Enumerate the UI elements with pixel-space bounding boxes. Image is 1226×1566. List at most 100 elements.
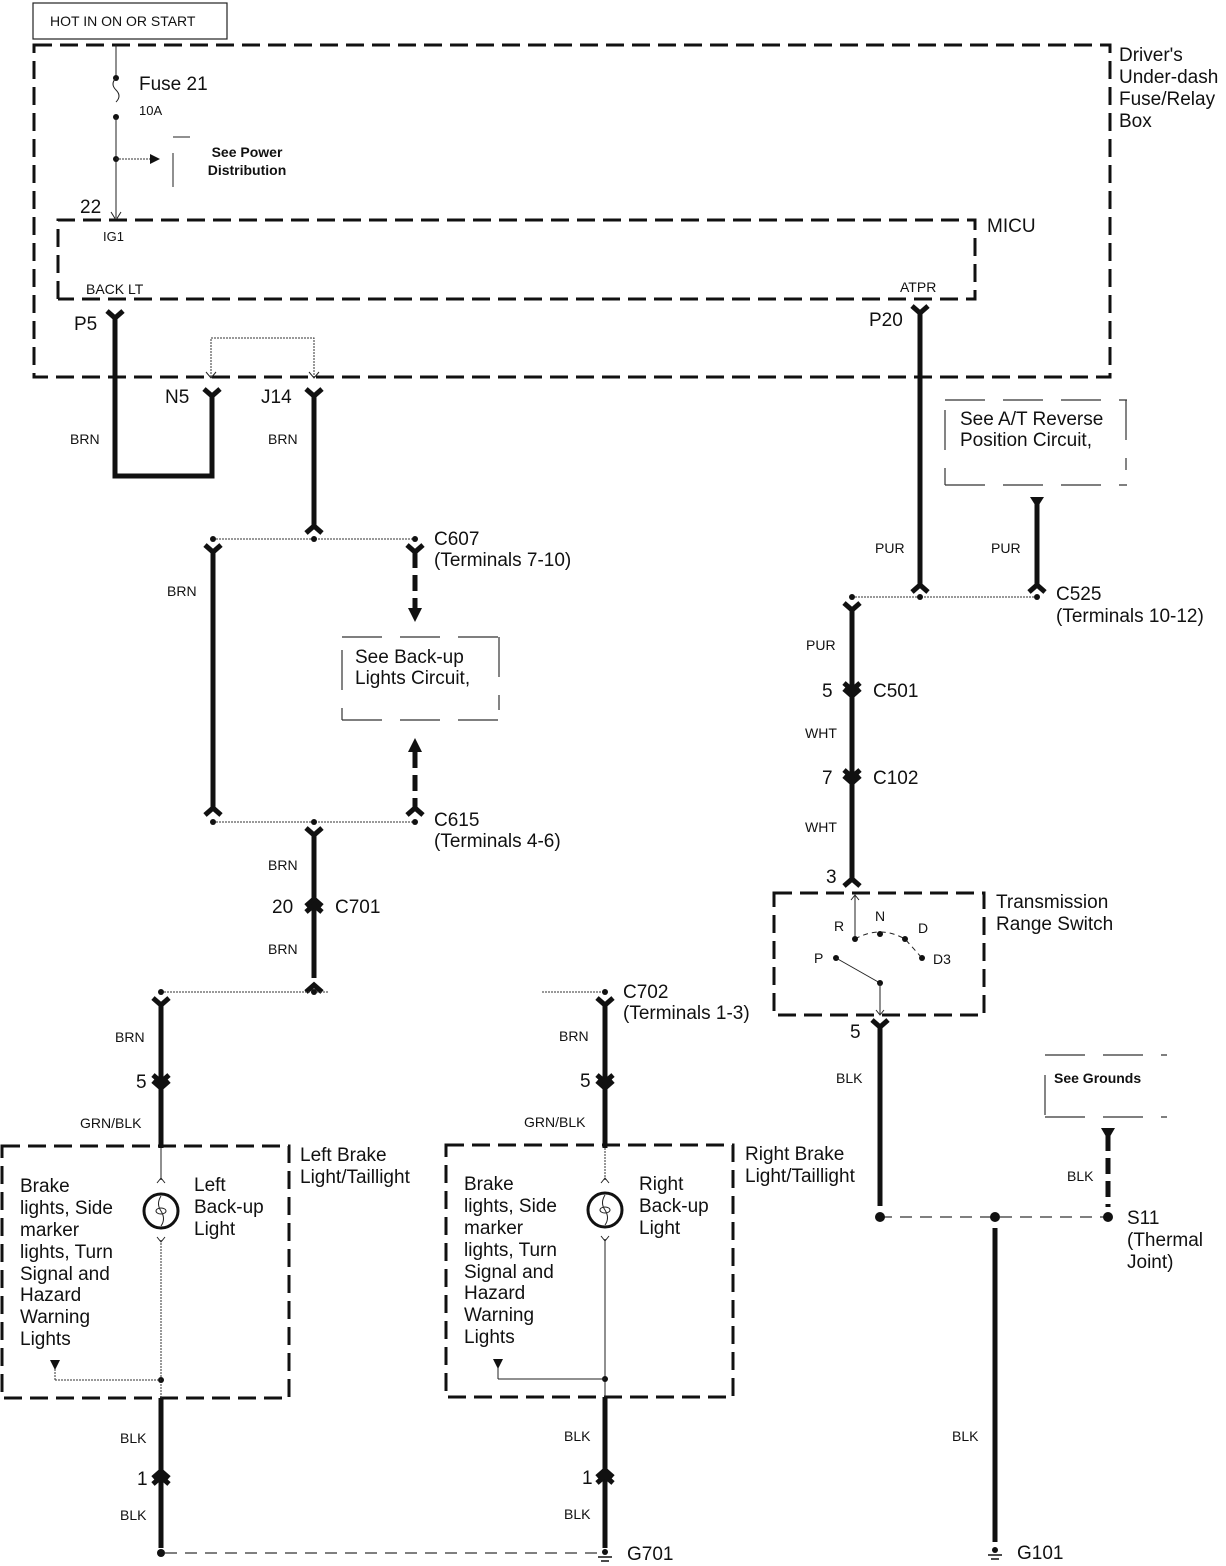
svg-text:lights, Turn: lights, Turn xyxy=(464,1240,557,1261)
right-brake-light-assembly: Right Brake Light/Taillight Right Back-u… xyxy=(444,1143,856,1399)
left-light-pin-gnd: 1 xyxy=(137,1469,148,1490)
svg-text:Signal and: Signal and xyxy=(20,1264,110,1285)
trs-position-n: N xyxy=(875,908,885,924)
svg-text:See Grounds: See Grounds xyxy=(1054,1070,1141,1086)
svg-text:GRN/BLK: GRN/BLK xyxy=(80,1115,142,1131)
g101-label: G101 xyxy=(1017,1543,1063,1564)
svg-text:Light/Taillight: Light/Taillight xyxy=(300,1167,411,1188)
c702-terminals: (Terminals 1-3) xyxy=(623,1003,750,1024)
svg-text:Brake: Brake xyxy=(464,1174,514,1195)
svg-text:Position Circuit,: Position Circuit, xyxy=(960,430,1092,451)
svg-text:Joint): Joint) xyxy=(1127,1252,1173,1273)
micu-outline xyxy=(56,218,977,301)
power-source-box xyxy=(32,2,228,40)
svg-text:Warning: Warning xyxy=(20,1307,90,1328)
at-reverse-position-circuit-ref[interactable]: See A/T Reverse Position Circuit, xyxy=(944,399,1127,486)
s11-name: S11 xyxy=(1127,1208,1159,1229)
svg-text:BRN: BRN xyxy=(167,583,197,599)
svg-text:lights, Turn: lights, Turn xyxy=(20,1242,113,1263)
svg-text:Driver's: Driver's xyxy=(1119,45,1183,66)
c607-terminals: (Terminals 7-10) xyxy=(434,550,571,571)
fuse-relay-box-outline xyxy=(32,43,1112,379)
p5-label: P5 xyxy=(74,314,97,335)
svg-text:BLK: BLK xyxy=(836,1070,863,1086)
svg-text:See A/T Reverse: See A/T Reverse xyxy=(960,409,1103,430)
arrow-up-icon xyxy=(408,738,422,752)
back-lt-label: BACK LT xyxy=(86,281,144,297)
svg-text:Range Switch: Range Switch xyxy=(996,914,1113,935)
svg-text:BLK: BLK xyxy=(120,1507,147,1523)
power-distribution-ref[interactable]: See Power Distribution xyxy=(208,144,287,178)
svg-text:BRN: BRN xyxy=(268,941,298,957)
trs-pin-in: 3 xyxy=(826,867,837,888)
left-other-lights-label: Brake lights, Side marker lights, Turn S… xyxy=(20,1176,113,1350)
svg-text:BRN: BRN xyxy=(268,431,298,447)
svg-text:marker: marker xyxy=(20,1220,80,1241)
power-source-label: HOT IN ON OR START xyxy=(50,13,196,29)
trs-pin-out: 5 xyxy=(850,1022,861,1043)
c701-name: C701 xyxy=(335,897,380,918)
c702-name: C702 xyxy=(623,982,668,1003)
left-light-pin-in: 5 xyxy=(136,1072,147,1093)
c607-name: C607 xyxy=(434,529,479,550)
svg-text:Lights: Lights xyxy=(464,1327,515,1348)
svg-text:(Thermal: (Thermal xyxy=(1127,1230,1203,1251)
backup-lights-circuit-ref[interactable]: See Back-up Lights Circuit, xyxy=(341,636,500,721)
fuse-box-label: Driver's Under-dash Fuse/Relay Box xyxy=(1119,45,1218,132)
svg-text:BLK: BLK xyxy=(1067,1168,1094,1184)
trs-position-d: D xyxy=(918,920,928,936)
see-grounds-ref[interactable]: See Grounds xyxy=(1044,1054,1167,1118)
c525-name: C525 xyxy=(1056,584,1101,605)
svg-text:PUR: PUR xyxy=(806,637,836,653)
ig1-pin-number: 22 xyxy=(80,197,101,218)
svg-text:BRN: BRN xyxy=(70,431,100,447)
svg-text:Box: Box xyxy=(1119,111,1152,132)
svg-text:Hazard: Hazard xyxy=(20,1285,81,1306)
right-other-lights-label: Brake lights, Side marker lights, Turn S… xyxy=(464,1174,557,1348)
svg-text:BLK: BLK xyxy=(564,1506,591,1522)
svg-text:Brake: Brake xyxy=(20,1176,70,1197)
svg-text:BRN: BRN xyxy=(268,857,298,873)
svg-text:PUR: PUR xyxy=(991,540,1021,556)
c102-name: C102 xyxy=(873,768,918,789)
svg-text:Light: Light xyxy=(639,1218,681,1239)
right-light-pin-in: 5 xyxy=(580,1071,591,1092)
svg-text:Back-up: Back-up xyxy=(194,1197,264,1218)
svg-text:BLK: BLK xyxy=(952,1428,979,1444)
svg-text:Signal and: Signal and xyxy=(464,1262,554,1283)
fuse-rating: 10A xyxy=(139,103,162,118)
trs-position-d3: D3 xyxy=(933,951,951,967)
svg-text:Warning: Warning xyxy=(464,1305,534,1326)
svg-text:Distribution: Distribution xyxy=(208,162,287,178)
svg-text:BLK: BLK xyxy=(120,1430,147,1446)
svg-text:See Back-up: See Back-up xyxy=(355,647,464,668)
svg-text:See Power: See Power xyxy=(212,144,283,160)
svg-text:Under-dash: Under-dash xyxy=(1119,67,1218,88)
svg-text:Right: Right xyxy=(639,1174,684,1195)
svg-text:Transmission: Transmission xyxy=(996,892,1108,913)
c501-name: C501 xyxy=(873,681,918,702)
svg-text:lights, Side: lights, Side xyxy=(20,1198,113,1219)
svg-text:Fuse/Relay: Fuse/Relay xyxy=(1119,89,1216,110)
micu-label: MICU xyxy=(987,216,1036,237)
svg-text:Light/Taillight: Light/Taillight xyxy=(745,1166,856,1187)
c525-terminals: (Terminals 10-12) xyxy=(1056,606,1204,627)
left-backup-bulb-icon xyxy=(142,1192,180,1230)
arrow-down-icon xyxy=(408,608,422,622)
n5-label: N5 xyxy=(165,387,189,408)
trs-position-p: P xyxy=(814,950,823,966)
p20-label: P20 xyxy=(869,310,903,331)
svg-text:WHT: WHT xyxy=(805,725,837,741)
atpr-label: ATPR xyxy=(900,279,936,295)
arrow-right-icon xyxy=(150,154,160,164)
svg-text:BRN: BRN xyxy=(115,1029,145,1045)
svg-text:WHT: WHT xyxy=(805,819,837,835)
svg-text:marker: marker xyxy=(464,1218,524,1239)
trs-switch-arm xyxy=(835,957,881,984)
svg-text:GRN/BLK: GRN/BLK xyxy=(524,1114,586,1130)
c615-terminals: (Terminals 4-6) xyxy=(434,831,561,852)
c701-pin: 20 xyxy=(272,897,293,918)
svg-text:Lights Circuit,: Lights Circuit, xyxy=(355,668,470,689)
trs-position-r: R xyxy=(834,918,844,934)
